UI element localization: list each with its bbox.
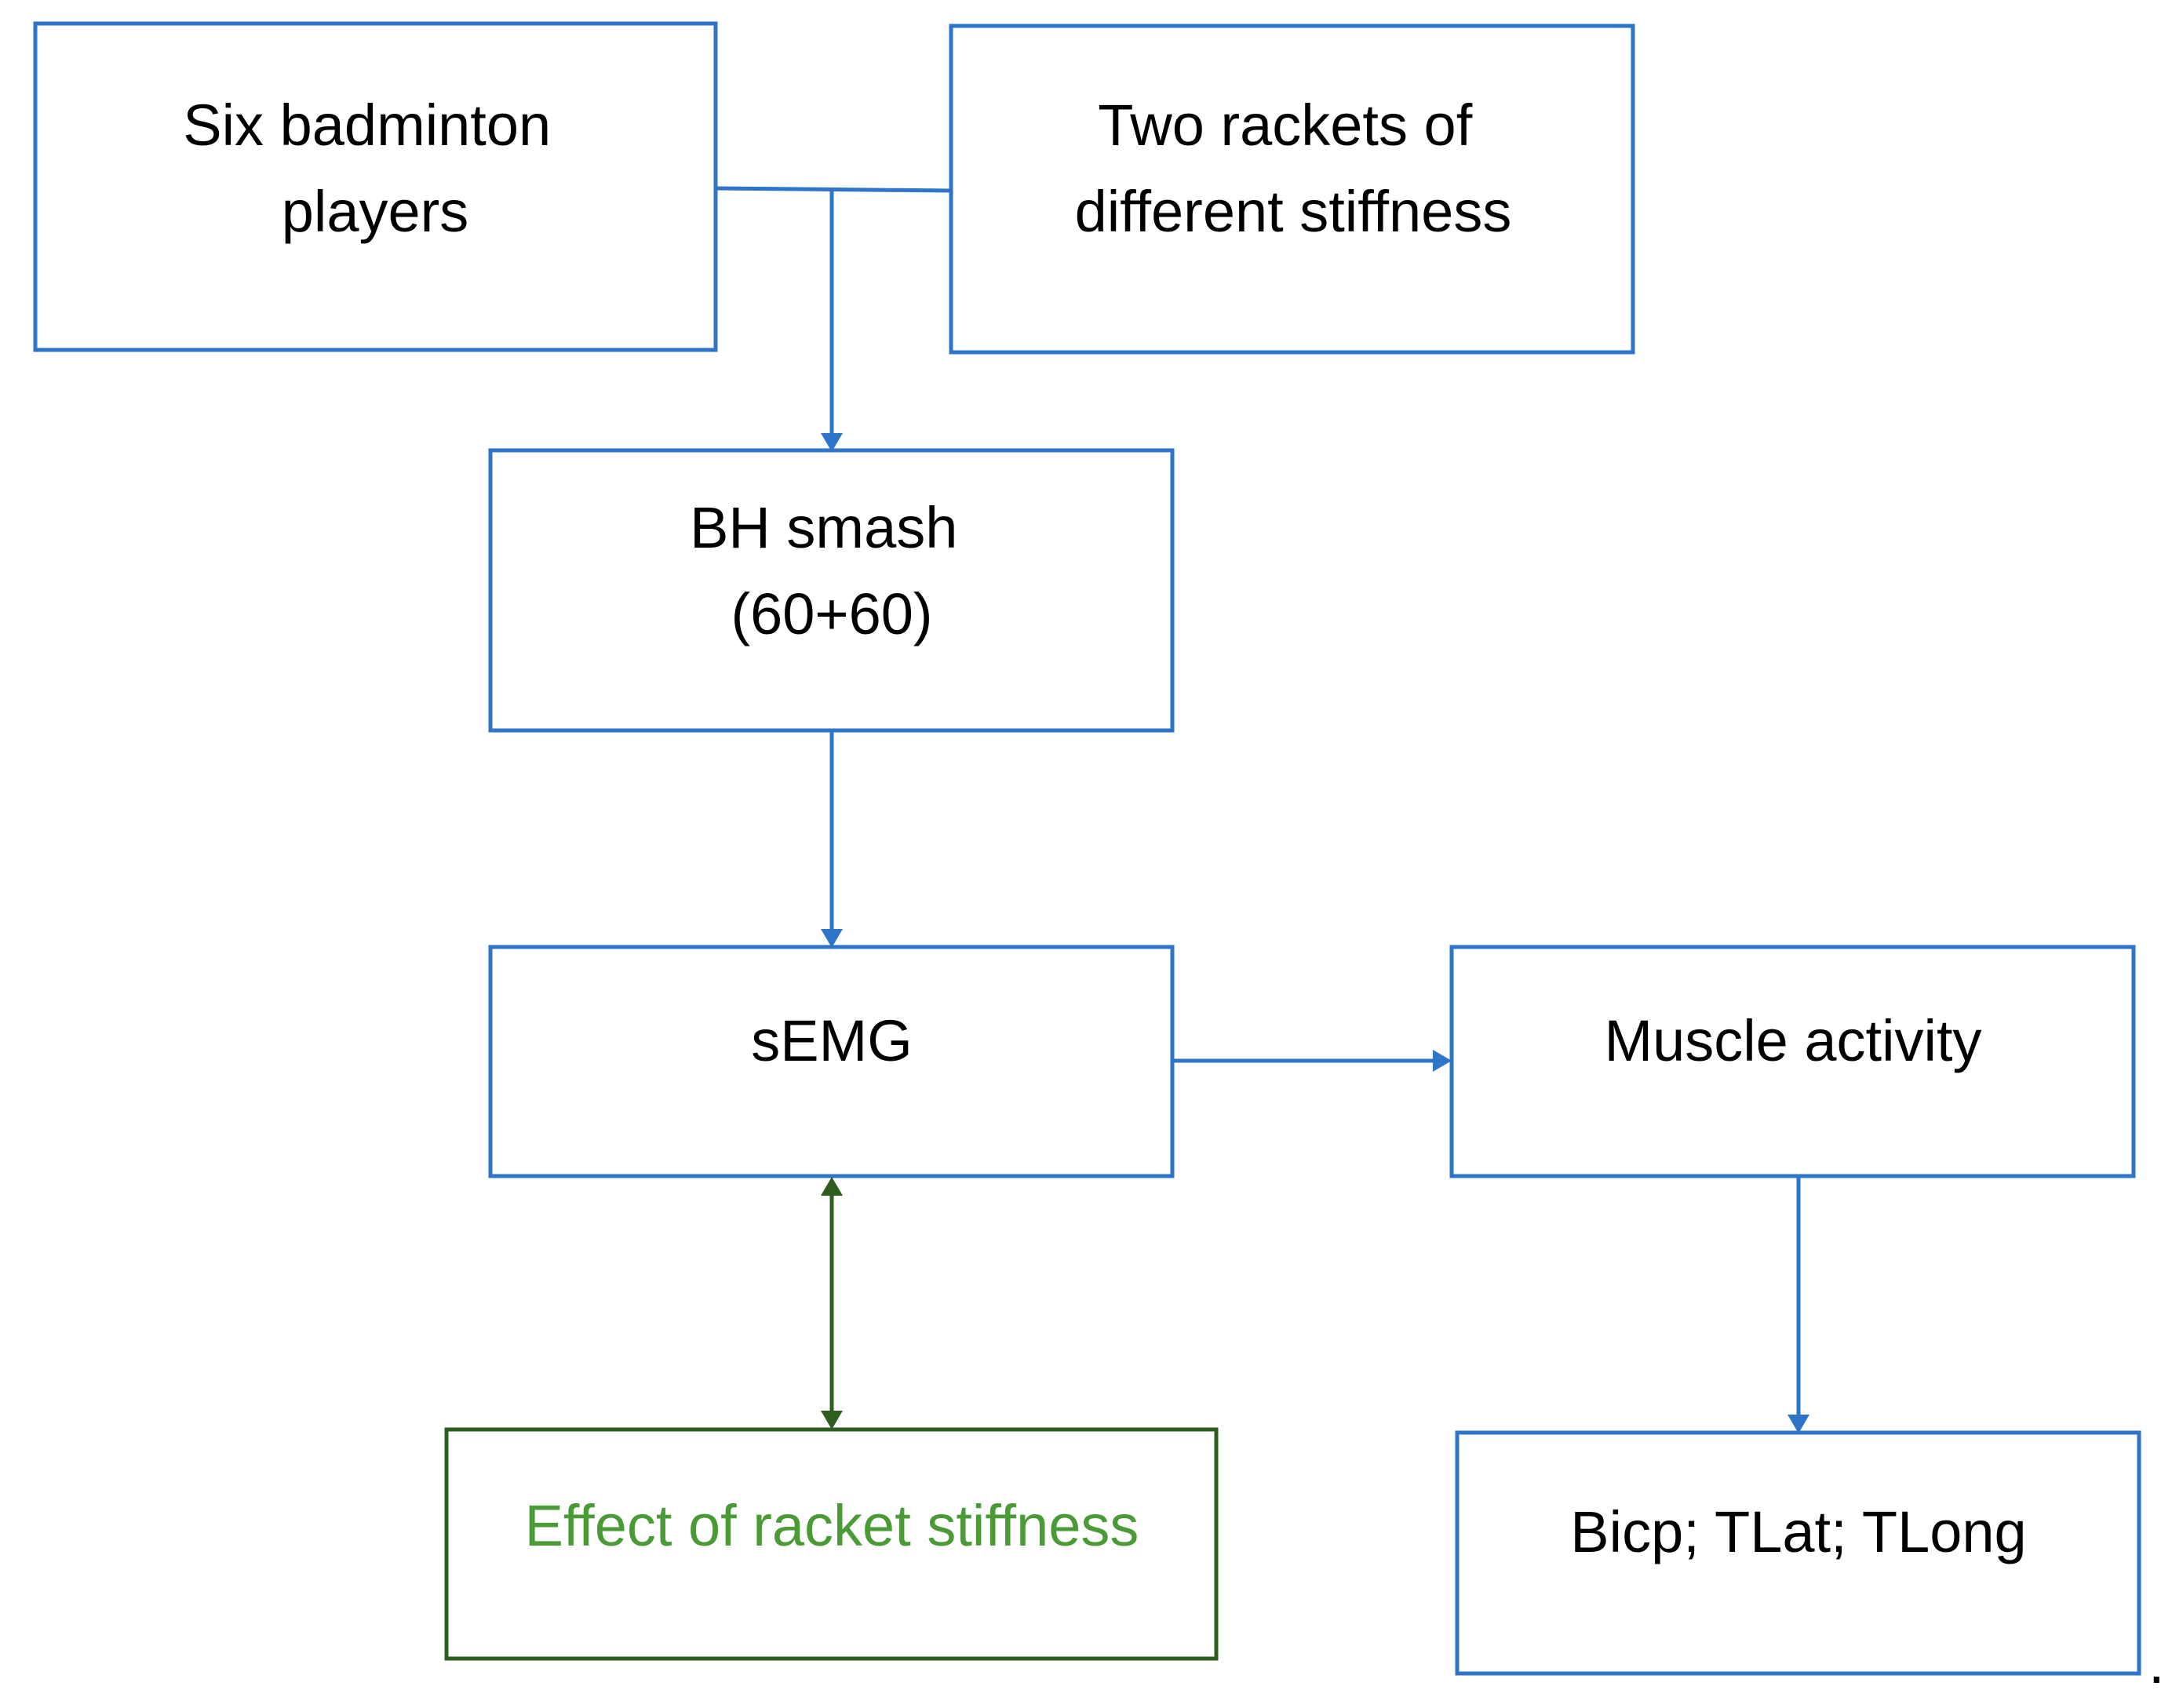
label-effect: Effect of racket stiffness	[525, 1493, 1139, 1558]
box-semg	[488, 945, 1175, 1178]
label-players: Six badminton players	[183, 93, 567, 244]
label-rackets: Two rackets of different stiffness	[1075, 93, 1512, 244]
box-rackets	[949, 24, 1635, 355]
trailing-mark: .	[2148, 1630, 2165, 1695]
box-effect	[444, 1427, 1219, 1661]
arrow-semg-to-muscle	[1172, 1050, 1452, 1072]
label-semg: sEMG	[751, 1008, 913, 1073]
arrow-smash-to-semg	[821, 730, 843, 948]
box-muscles-list	[1455, 1430, 2141, 1676]
label-smash: BH smash (60+60)	[690, 495, 974, 646]
box-players	[33, 21, 718, 352]
label-muscles-list: Bicp; TLat; TLong	[1570, 1499, 2026, 1564]
double-arrow-semg-effect	[821, 1177, 843, 1429]
arrow-muscle-to-list	[1788, 1176, 1809, 1433]
box-muscle	[1449, 945, 2136, 1178]
connector-players-rackets	[715, 186, 952, 193]
label-muscle: Muscle activity	[1604, 1008, 1981, 1073]
arrow-to-smash	[821, 190, 843, 452]
